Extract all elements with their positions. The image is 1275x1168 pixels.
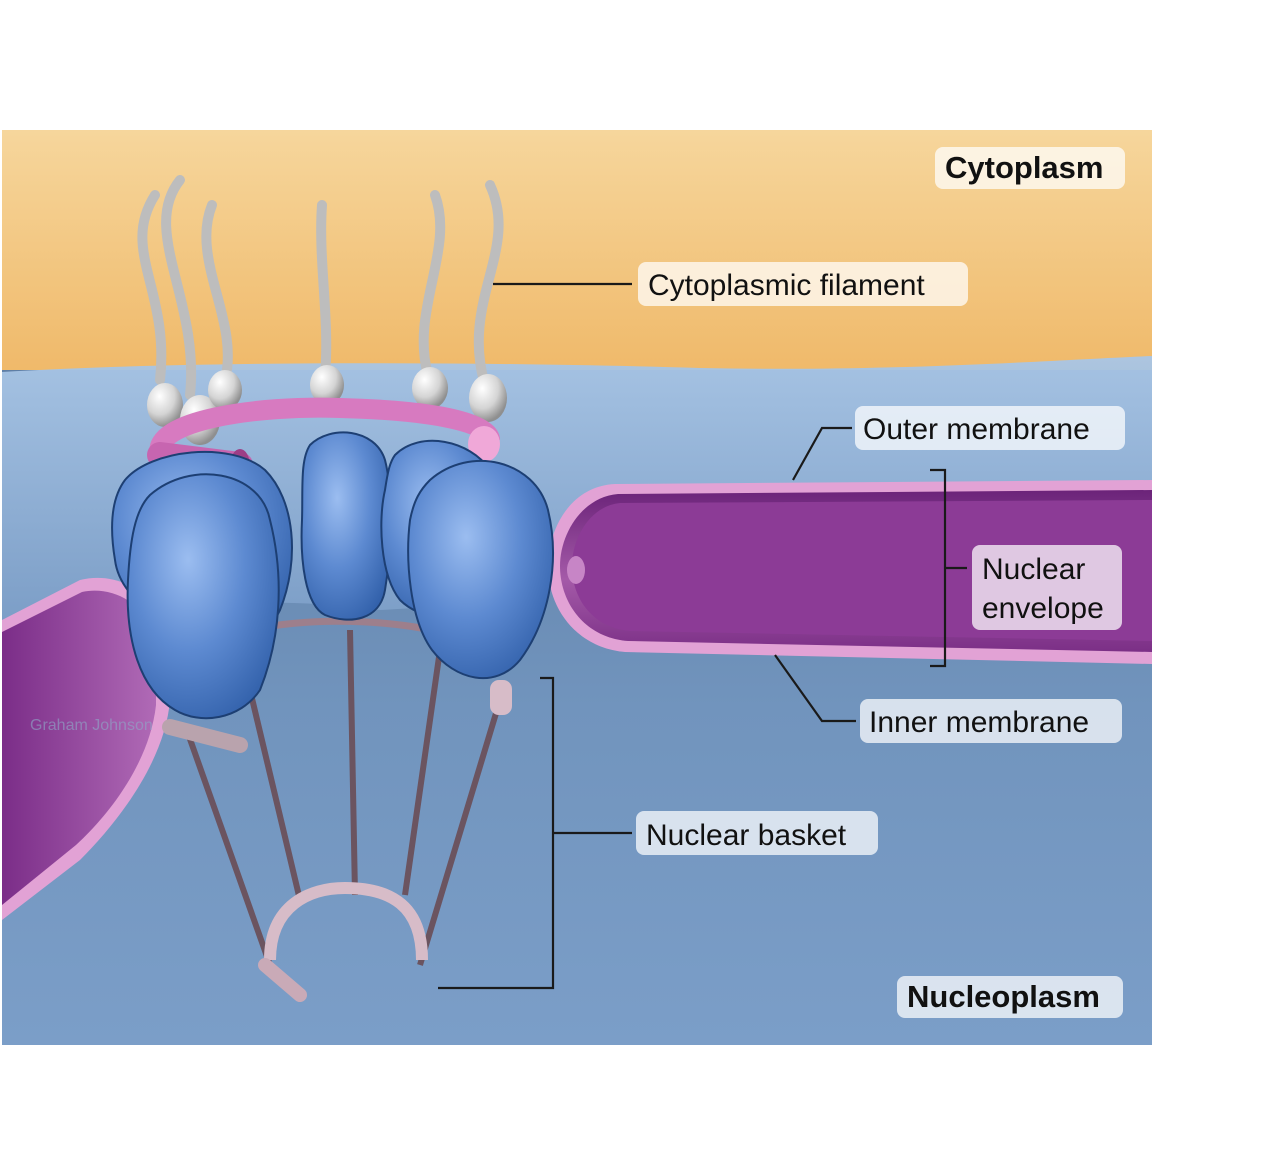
nuclear-envelope-label-line2: envelope <box>982 592 1104 625</box>
filament-beads <box>147 365 507 445</box>
outer-membrane-label: Outer membrane <box>863 413 1090 446</box>
basket-stub-left <box>162 719 248 753</box>
label-glow-basket <box>636 811 878 855</box>
label-glow-inner <box>860 699 1122 743</box>
label-glow-nucleoplasm <box>897 976 1123 1018</box>
basket-ring-bottom <box>258 958 307 1002</box>
nuclear-pore-complex <box>111 431 554 720</box>
cytoplasmic-filament-label: Cytoplasmic filament <box>648 269 925 302</box>
label-glow-filament <box>638 262 968 306</box>
basket-ring <box>264 881 428 961</box>
label-glow-outer <box>855 406 1125 450</box>
label-glow-cytoplasm <box>935 147 1125 189</box>
leader-lines <box>438 282 967 990</box>
cytoplasmic-filaments <box>137 175 504 400</box>
inner-membrane-label: Inner membrane <box>869 706 1089 739</box>
cytoplasm-label: Cytoplasm <box>945 150 1103 185</box>
nuclear-basket <box>182 629 503 967</box>
nuclear-envelope-label-line1: Nuclear <box>982 553 1085 586</box>
basket-stub-right <box>490 680 512 715</box>
label-glow-envelope <box>972 545 1122 630</box>
artist-watermark: Graham Johnson <box>30 717 153 734</box>
nuclear-basket-label: Nuclear basket <box>646 819 847 852</box>
nucleoplasm-label: Nucleoplasm <box>907 979 1100 1014</box>
